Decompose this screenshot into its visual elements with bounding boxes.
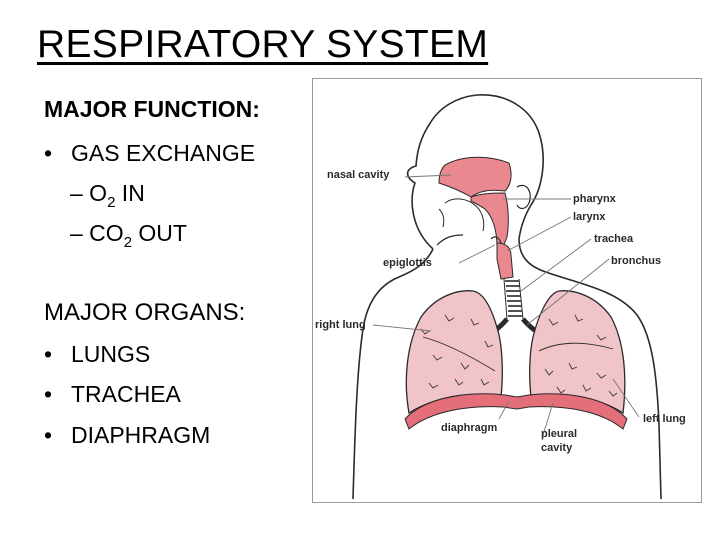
trachea-walls	[503, 278, 524, 320]
tongue-outline	[444, 198, 485, 232]
organ-item-trachea: • TRACHEA	[44, 380, 181, 408]
co2-rest-text: OUT	[132, 220, 187, 246]
label-diaphragm: diaphragm	[441, 422, 497, 434]
trachea-rings	[505, 280, 522, 317]
o2-rest-text: IN	[115, 180, 145, 206]
label-cavity: cavity	[541, 442, 573, 454]
major-organs-heading: MAJOR ORGANS:	[44, 299, 246, 326]
epiglottis-shape	[490, 236, 502, 244]
function-bullet-text: GAS EXCHANGE	[71, 140, 256, 166]
bullet-glyph: •	[44, 140, 53, 166]
organ-item-lungs: • LUNGS	[44, 340, 150, 368]
left-lung-fissure	[538, 342, 614, 352]
bullet-glyph: •	[44, 341, 53, 367]
organ-label: DIAPHRAGM	[71, 422, 211, 448]
label-epiglottis: epiglottis	[383, 257, 432, 269]
larynx-shape	[496, 242, 514, 280]
label-leader-lines	[372, 174, 640, 436]
respiratory-diagram-svg: nasal cavity pharynx larynx trachea bron…	[315, 94, 686, 500]
label-larynx: larynx	[573, 211, 606, 223]
label-right-lung: right lung	[315, 319, 366, 331]
label-pleural: pleural	[541, 428, 577, 440]
label-nasal-cavity: nasal cavity	[327, 169, 390, 181]
body-outline	[352, 94, 662, 500]
organ-label: TRACHEA	[71, 381, 181, 407]
co2-out-line: – CO2 OUT	[70, 219, 187, 251]
label-left-lung: left lung	[643, 413, 686, 425]
slide-title: RESPIRATORY SYSTEM	[37, 23, 489, 66]
respiratory-diagram: nasal cavity pharynx larynx trachea bron…	[312, 78, 702, 503]
ear-outline	[516, 184, 531, 210]
o2-in-line: – O2 IN	[70, 179, 145, 211]
lip-outline	[438, 208, 445, 228]
bullet-glyph: •	[44, 422, 53, 448]
label-trachea: trachea	[594, 233, 634, 245]
organ-label: LUNGS	[71, 341, 151, 367]
pharynx-shape	[470, 192, 509, 248]
bullet-glyph: •	[44, 381, 53, 407]
co2-subscript: 2	[123, 234, 133, 251]
label-pharynx: pharynx	[573, 193, 617, 205]
organ-item-diaphragm: • DIAPHRAGM	[44, 421, 210, 449]
bronchiole-marks	[420, 314, 618, 397]
label-bronchus: bronchus	[611, 255, 661, 267]
major-function-heading: MAJOR FUNCTION:	[44, 96, 260, 122]
jaw-outline	[436, 234, 464, 246]
co2-dash-text: – CO	[70, 220, 124, 246]
function-bullet-item: • GAS EXCHANGE	[44, 139, 255, 167]
nasal-cavity-shape	[438, 156, 512, 198]
diaphragm-shape	[404, 393, 628, 430]
right-lung-fissure	[422, 336, 496, 372]
o2-subscript: 2	[107, 194, 116, 211]
o2-dash-text: – O	[70, 180, 108, 206]
